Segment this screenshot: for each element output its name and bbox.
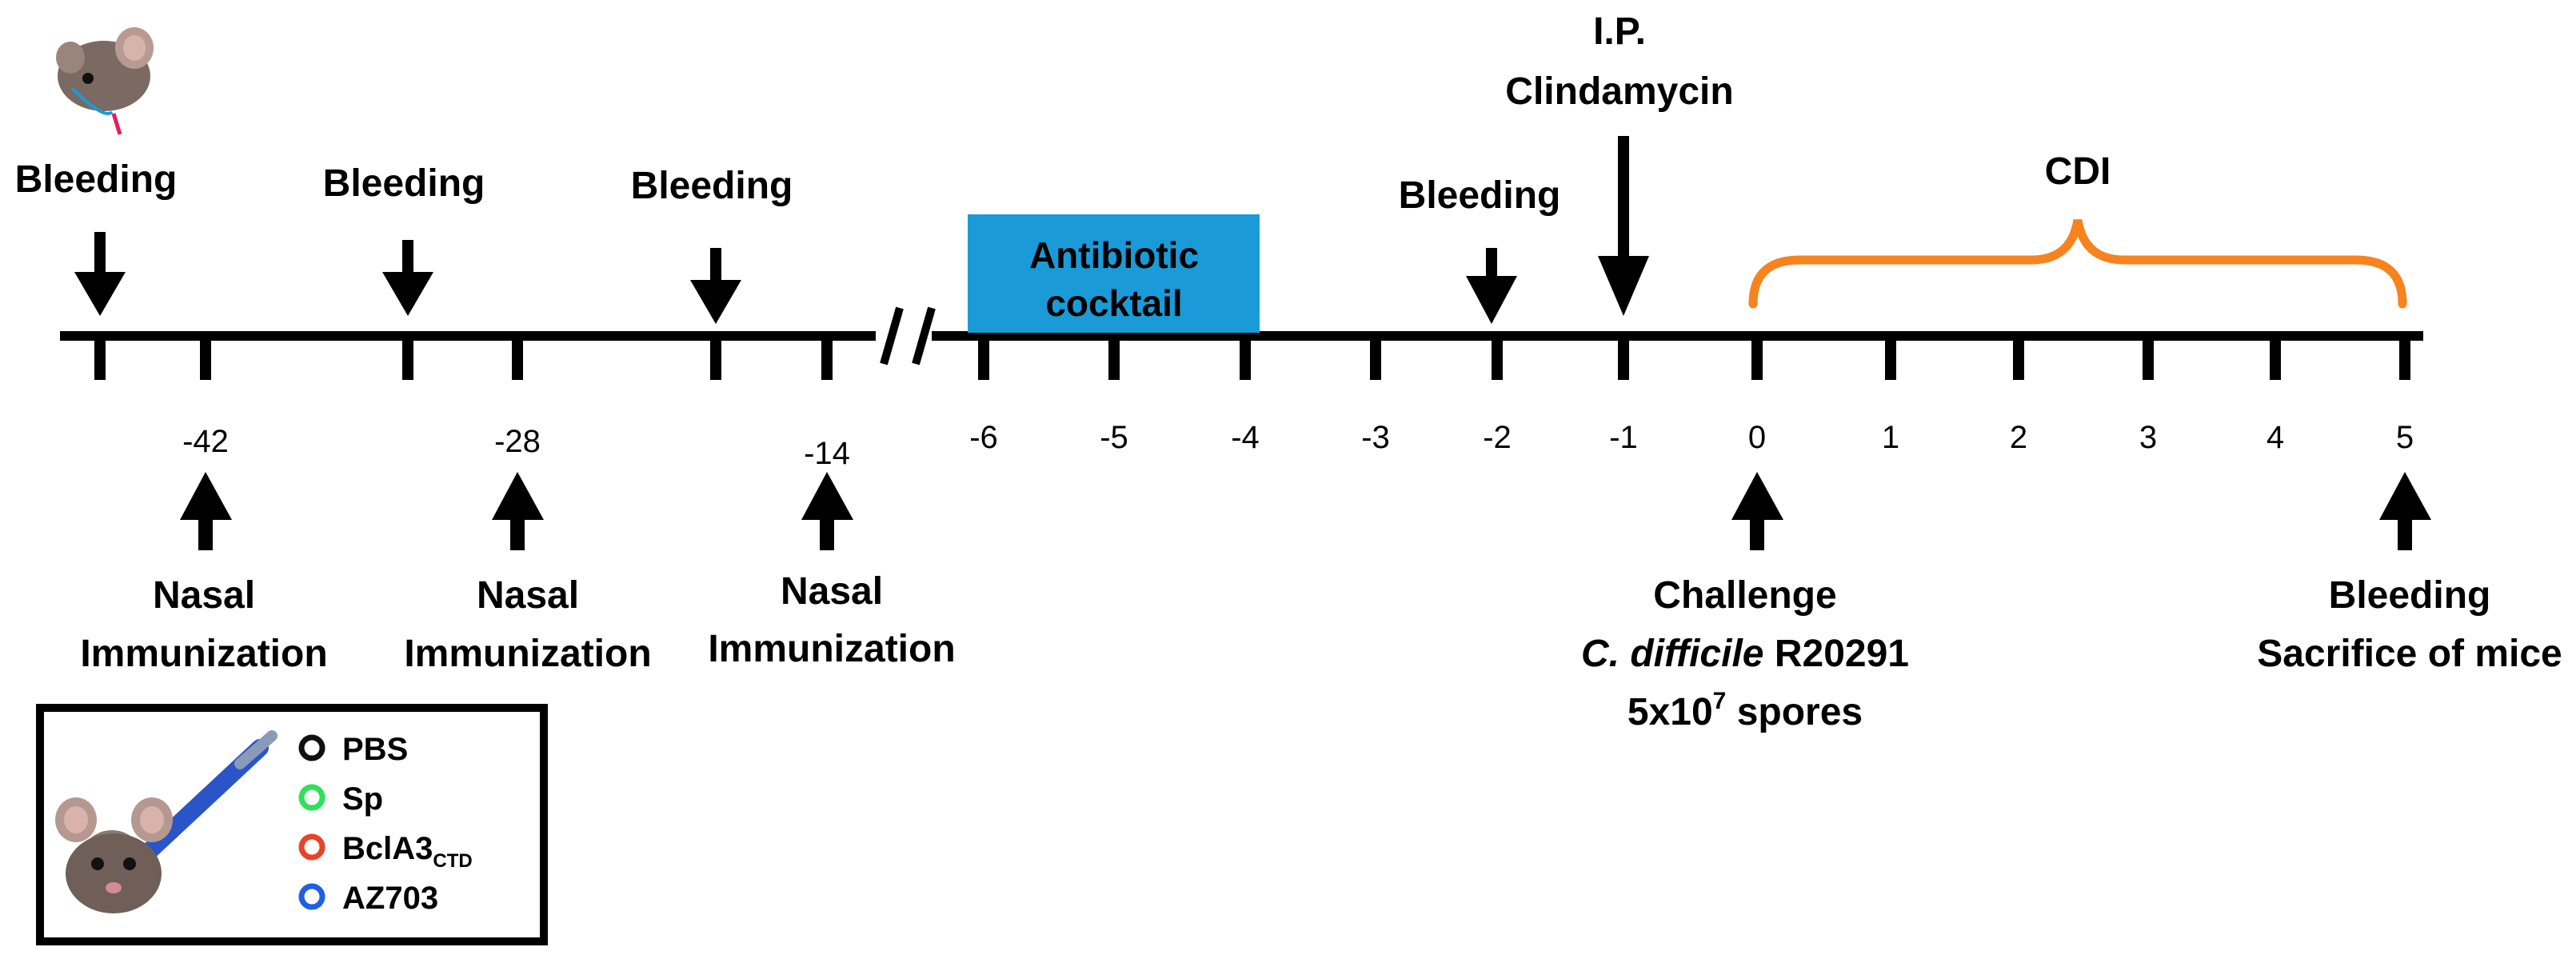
legend-marker: [298, 734, 325, 761]
day-tick-label: -2: [1483, 420, 1512, 455]
mouse-pipette-icon: [55, 730, 278, 913]
legend-label: BclA3CTD: [342, 831, 473, 872]
bleeding-label-1: Bleeding: [15, 158, 178, 201]
legend-marker: [298, 784, 325, 811]
day-tick-label: -4: [1231, 420, 1260, 455]
nasal-label-1: Nasal: [153, 574, 255, 617]
legend-item: AZ703: [298, 881, 438, 916]
legend-item: Sp: [298, 781, 383, 817]
bleeding-tick-marks: [94, 336, 721, 380]
legend-item: BclA3CTD: [298, 831, 473, 872]
day-tick-label: -3: [1361, 420, 1390, 455]
legend-label: PBS: [342, 732, 408, 767]
day-tick-label: 0: [1748, 420, 1766, 455]
cdi-label: CDI: [2045, 150, 2111, 193]
up-arrow-icon: [492, 472, 544, 550]
down-arrow-icon: [690, 248, 741, 324]
ip-label: I.P.: [1593, 10, 1646, 53]
up-arrow-icon: [2379, 472, 2431, 550]
down-arrow-icon: [382, 240, 433, 316]
timeline-axis: [60, 306, 2423, 366]
bleeding-label-4: Bleeding: [1399, 174, 1561, 217]
up-arrow-icon: [180, 472, 232, 550]
bleeding-label-3: Bleeding: [631, 165, 793, 207]
up-arrow-icon: [1731, 472, 1783, 550]
up-arrows: [180, 472, 2431, 550]
immunization-label-3: Immunization: [708, 628, 955, 670]
dose-exponent: 7: [1713, 688, 1727, 714]
day-tick-marks: [200, 336, 2410, 380]
clindamycin-label: Clindamycin: [1505, 70, 1733, 113]
day-tick-label: -6: [969, 420, 998, 455]
dose-suffix: spores: [1726, 691, 1863, 733]
day-tick-label: 4: [2266, 420, 2284, 455]
day-tick-labels: -42 -28 -14 -6 -5 -4 -3 -2 -1 0 1 2 3 4 5: [182, 420, 2414, 471]
nasal-label-3: Nasal: [781, 570, 883, 613]
day-tick-label: -1: [1609, 420, 1638, 455]
species-label: C. difficile: [1581, 633, 1764, 675]
challenge-strain-label: C. difficile R20291: [1581, 633, 1909, 675]
nasal-label-2: Nasal: [477, 574, 579, 617]
day-tick-label: -42: [182, 424, 229, 459]
immunization-label-1: Immunization: [80, 633, 327, 675]
dose-prefix: 5x10: [1627, 691, 1713, 733]
antibiotic-label: Antibiotic: [1029, 234, 1199, 276]
legend-label: AZ703: [342, 881, 438, 916]
day-tick-label: 5: [2396, 420, 2414, 455]
challenge-dose-label: 5x107 spores: [1627, 688, 1863, 733]
legend-marker: [298, 883, 325, 910]
axis-break-icon: [880, 306, 936, 366]
antibiotic-cocktail-box: Antibiotic cocktail: [968, 214, 1260, 333]
day-tick-label: 1: [1882, 420, 1899, 455]
final-bleeding-label: Bleeding: [2329, 574, 2491, 617]
mouse-bleeding-icon: [56, 27, 154, 135]
legend-item: PBS: [298, 732, 408, 767]
sacrifice-label: Sacrifice of mice: [2257, 633, 2562, 675]
cocktail-label: cocktail: [1045, 282, 1182, 324]
legend-label: Sp: [342, 781, 383, 817]
bleeding-arrows: [74, 136, 1649, 324]
day-tick-label: -5: [1100, 420, 1128, 455]
legend-marker: [298, 833, 325, 861]
day-tick-label: 2: [2010, 420, 2027, 455]
down-arrow-icon: [74, 232, 126, 316]
down-arrow-icon: [1466, 248, 1517, 324]
day-tick-label: -28: [494, 424, 541, 459]
immunization-label-2: Immunization: [404, 633, 651, 675]
clindamycin-down-arrow-icon: [1598, 136, 1649, 316]
bleeding-label-2: Bleeding: [323, 162, 485, 205]
day-tick-label: 3: [2139, 420, 2157, 455]
up-arrow-icon: [801, 472, 853, 550]
challenge-label: Challenge: [1653, 574, 1836, 617]
strain-label: R20291: [1764, 633, 1909, 675]
cdi-bracket: CDI: [1748, 150, 2407, 309]
day-tick-label: -14: [804, 436, 850, 471]
